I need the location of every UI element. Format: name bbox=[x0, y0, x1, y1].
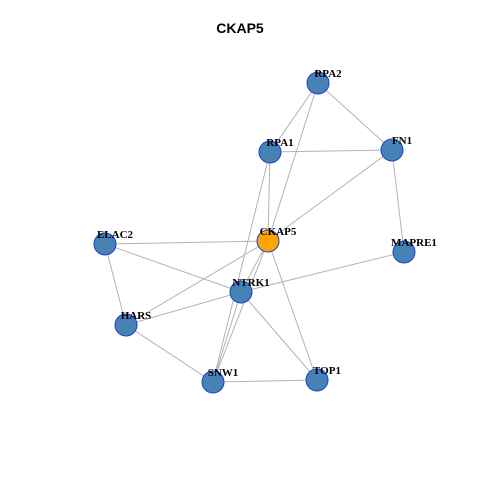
edge-rpa2-rpa1 bbox=[269, 82, 319, 153]
node-label-top1: TOP1 bbox=[313, 365, 341, 377]
node-label-fn1: FN1 bbox=[392, 135, 412, 147]
edge-elac2-ntrk1 bbox=[104, 243, 242, 293]
edge-elac2-hars bbox=[104, 243, 127, 326]
node-circle-fn1 bbox=[380, 138, 404, 162]
edge-ntrk1-hars bbox=[125, 291, 242, 326]
node-rpa2: RPA2 bbox=[306, 68, 342, 95]
node-elac2: ELAC2 bbox=[93, 229, 134, 256]
node-label-mapre1: MAPRE1 bbox=[391, 237, 437, 249]
edge-rpa1-ckap5 bbox=[267, 151, 271, 242]
edge-ckap5-hars bbox=[125, 240, 269, 326]
node-circle-snw1 bbox=[201, 370, 225, 394]
node-rpa1: RPA1 bbox=[258, 137, 294, 164]
node-label-ckap5: CKAP5 bbox=[260, 226, 297, 238]
edge-fn1-mapre1 bbox=[391, 149, 405, 253]
node-circle-mapre1 bbox=[392, 240, 416, 264]
node-top1: TOP1 bbox=[305, 365, 341, 392]
node-snw1: SNW1 bbox=[201, 367, 239, 394]
node-label-elac2: ELAC2 bbox=[97, 229, 134, 241]
node-circle-rpa2 bbox=[306, 71, 330, 95]
node-ntrk1: NTRK1 bbox=[229, 277, 270, 304]
node-label-rpa2: RPA2 bbox=[314, 68, 342, 80]
node-fn1: FN1 bbox=[380, 135, 412, 162]
edge-ckap5-snw1 bbox=[212, 240, 269, 383]
node-label-rpa1: RPA1 bbox=[266, 137, 293, 149]
node-circle-top1 bbox=[305, 368, 329, 392]
node-circle-ckap5 bbox=[256, 229, 280, 253]
node-mapre1: MAPRE1 bbox=[391, 237, 437, 264]
edge-rpa2-ckap5 bbox=[267, 82, 319, 242]
edge-layer bbox=[104, 82, 405, 383]
node-circle-hars bbox=[114, 313, 138, 337]
node-circle-elac2 bbox=[93, 232, 117, 256]
edge-ckap5-top1 bbox=[267, 240, 318, 381]
edge-snw1-top1 bbox=[212, 379, 318, 383]
edge-rpa1-fn1 bbox=[269, 149, 393, 153]
edge-fn1-ckap5 bbox=[267, 149, 393, 242]
node-circle-ntrk1 bbox=[229, 280, 253, 304]
edge-mapre1-ntrk1 bbox=[240, 251, 405, 293]
edge-ntrk1-snw1 bbox=[212, 291, 242, 383]
node-label-hars: HARS bbox=[121, 310, 152, 322]
node-label-ntrk1: NTRK1 bbox=[232, 277, 269, 289]
node-hars: HARS bbox=[114, 310, 152, 337]
edge-rpa2-fn1 bbox=[317, 82, 393, 151]
page-title: CKAP5 bbox=[216, 20, 264, 36]
node-ckap5: CKAP5 bbox=[256, 226, 297, 253]
edge-ntrk1-top1 bbox=[240, 291, 318, 381]
edge-hars-snw1 bbox=[125, 324, 214, 383]
edge-rpa1-snw1 bbox=[212, 151, 271, 383]
node-label-snw1: SNW1 bbox=[208, 367, 239, 379]
node-circle-rpa1 bbox=[258, 140, 282, 164]
edge-elac2-ckap5 bbox=[104, 240, 269, 245]
